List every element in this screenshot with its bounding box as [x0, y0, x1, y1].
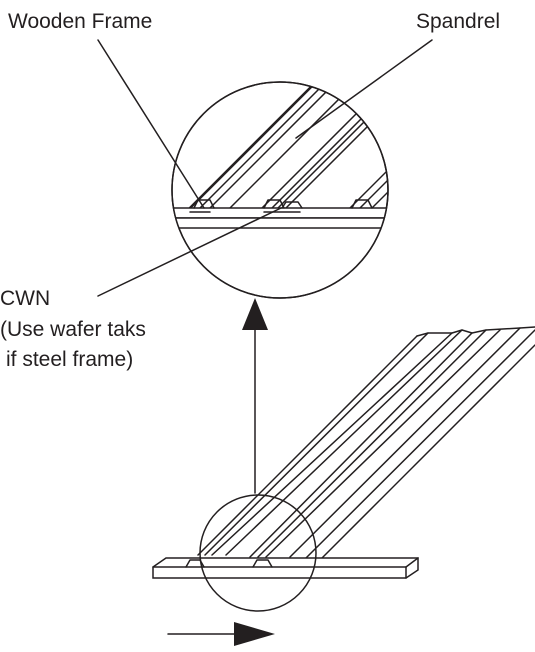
- wooden-frame-leader: [97, 39, 205, 209]
- spandrel-leader: [295, 39, 433, 139]
- cwn-note-line1: (Use wafer taks: [0, 318, 146, 341]
- bottom-assembly: [152, 326, 535, 612]
- cwn-label: CWN: [0, 287, 51, 310]
- wooden-frame-label: Wooden Frame: [8, 10, 153, 33]
- leader-lines: [97, 39, 433, 297]
- spandrel-panel: [197, 326, 535, 561]
- magnified-detail: [171, 81, 389, 299]
- direction-arrow: [167, 622, 275, 646]
- frame-rail: [152, 557, 419, 579]
- detail-callout-circle: [199, 494, 317, 612]
- up-arrow: [242, 298, 268, 494]
- spandrel-label: Spandrel: [416, 10, 501, 33]
- cwn-note-line2: if steel frame): [6, 348, 134, 371]
- cwn-leader: [97, 207, 282, 297]
